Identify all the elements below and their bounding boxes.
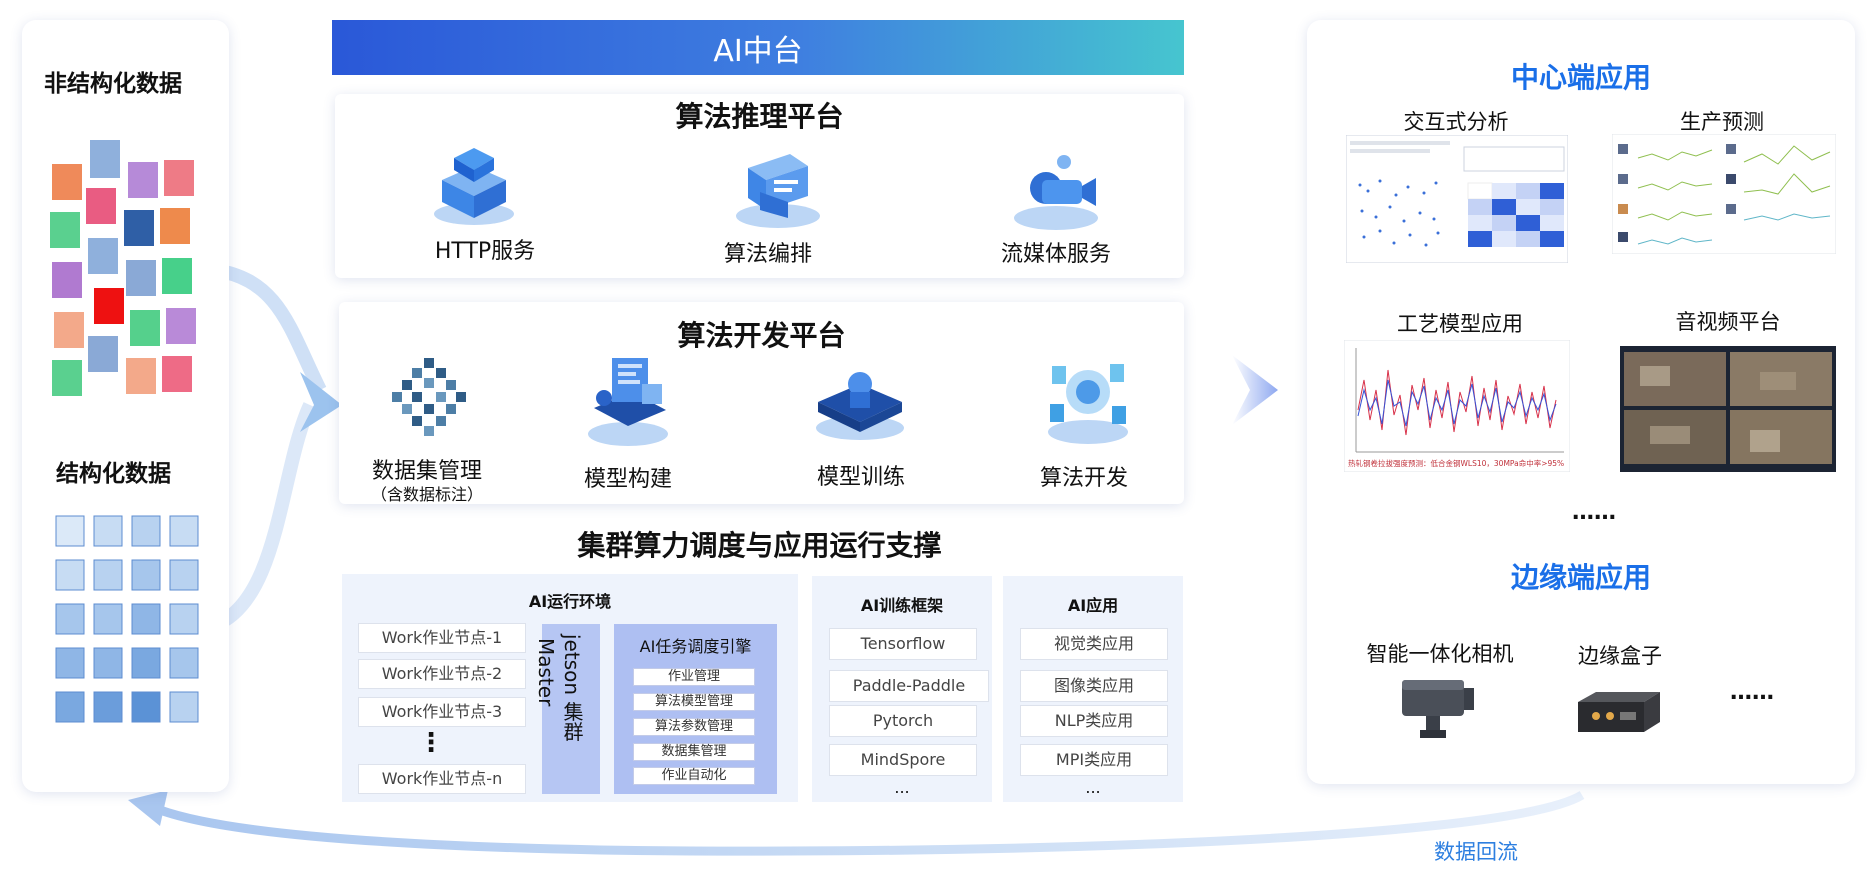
inference-platform-title: 算法推理平台 [675, 100, 844, 133]
inference-item-orchestration: 算法编排 [723, 242, 812, 267]
model-training-icon [816, 372, 904, 440]
algorithm-orchestration-icon [736, 154, 820, 228]
flow-curve-top [213, 263, 327, 394]
model-building-icon [588, 358, 668, 446]
center-apps-title: 中心端应用 [1510, 61, 1651, 94]
apps-more: ... [1085, 778, 1101, 797]
engine-item-job: 作业管理 [633, 668, 755, 686]
framework-mindspore: MindSpore [829, 744, 977, 776]
edge-apps-title: 边缘端应用 [1510, 561, 1651, 594]
work-node-1: Work作业节点-1 [358, 623, 526, 653]
dataset-management-icon [392, 358, 466, 436]
framework-paddle: Paddle-Paddle [829, 670, 989, 702]
process-model-caption: 热轧钢卷拉拔强度预测：低合金钢WLS10，30MPa命中率>95% [1348, 458, 1564, 468]
jetson-master-label: jetson 集群 Master [534, 624, 600, 794]
engine-item-param: 算法参数管理 [633, 718, 755, 736]
unstructured-data-graphic [50, 140, 196, 396]
flow-arrow-right [1232, 355, 1278, 425]
app-nlp: NLP类应用 [1020, 705, 1168, 737]
flow-arrow-head-left [300, 372, 342, 432]
inference-item-http: HTTP服务 [434, 239, 536, 264]
production-forecast-screenshot [1612, 134, 1836, 254]
algorithm-dev-icon [1048, 364, 1128, 444]
inference-item-streaming: 流媒体服务 [1000, 242, 1111, 267]
framework-pytorch: Pytorch [829, 705, 977, 737]
master-text: Master [534, 638, 558, 707]
framework-tensorflow: Tensorflow [829, 628, 977, 660]
jetson-cluster-text: jetson 集群 [560, 634, 584, 742]
edge-box-icon [1578, 692, 1660, 732]
process-model-chart-screenshot: 热轧钢卷拉拔强度预测：低合金钢WLS10，30MPa命中率>95% [1344, 340, 1570, 472]
work-node-vdots: ⋮ [418, 728, 444, 758]
av-platform-screenshot [1620, 346, 1836, 472]
dev-item-algorithm-dev: 算法开发 [1039, 466, 1128, 491]
dev-platform-panel [339, 302, 1184, 504]
dev-item-model-build: 模型构建 [583, 467, 672, 492]
backflow-arrow-head [128, 790, 168, 826]
center-apps-ellipsis: …… [1572, 500, 1616, 525]
dev-platform-title: 算法开发平台 [677, 319, 846, 352]
data-backflow-label: 数据回流 [1434, 840, 1518, 864]
interactive-analysis-screenshot [1346, 135, 1568, 263]
structured-data-title: 结构化数据 [56, 461, 171, 487]
app-mpi: MPI类应用 [1020, 744, 1168, 776]
center-app-av-platform: 音视频平台 [1675, 310, 1781, 334]
smart-camera-icon [1402, 680, 1474, 738]
dev-item-dataset-sub: （含数据标注） [370, 485, 483, 504]
flow-curve-bottom [212, 402, 317, 632]
work-node-n: Work作业节点-n [358, 764, 526, 794]
app-vision: 视觉类应用 [1020, 628, 1168, 660]
framework-more: ... [894, 778, 910, 797]
center-app-process-model: 工艺模型应用 [1397, 312, 1523, 336]
cluster-title: 集群算力调度与应用运行支撑 [577, 529, 942, 562]
ai-apps-title: AI应用 [1067, 596, 1119, 615]
work-node-3: Work作业节点-3 [358, 697, 526, 727]
engine-item-model: 算法模型管理 [633, 693, 755, 711]
task-engine-title: AI任务调度引擎 [639, 637, 752, 656]
work-node-2: Work作业节点-2 [358, 659, 526, 689]
framework-title: AI训练框架 [860, 596, 944, 615]
ai-platform-banner: AI中台 [332, 20, 1184, 75]
center-app-interactive: 交互式分析 [1403, 110, 1509, 134]
edge-app-smart-camera: 智能一体化相机 [1366, 642, 1514, 666]
edge-app-edge-box: 边缘盒子 [1578, 644, 1662, 668]
jetson-master-box [542, 624, 600, 794]
center-app-production-forecast: 生产预测 [1680, 110, 1764, 134]
app-image: 图像类应用 [1020, 670, 1168, 702]
backflow-curve [158, 791, 1585, 856]
http-service-icon [434, 148, 514, 225]
dev-item-model-train: 模型训练 [816, 465, 905, 490]
streaming-service-icon [1014, 155, 1098, 230]
runtime-title: AI运行环境 [528, 592, 612, 611]
engine-item-dataset: 数据集管理 [633, 743, 755, 761]
dev-item-dataset: 数据集管理 [371, 459, 482, 484]
edge-apps-ellipsis: …… [1730, 680, 1774, 705]
engine-item-automation: 作业自动化 [633, 767, 755, 785]
unstructured-data-title: 非结构化数据 [44, 71, 182, 97]
structured-data-graphic [55, 515, 199, 723]
